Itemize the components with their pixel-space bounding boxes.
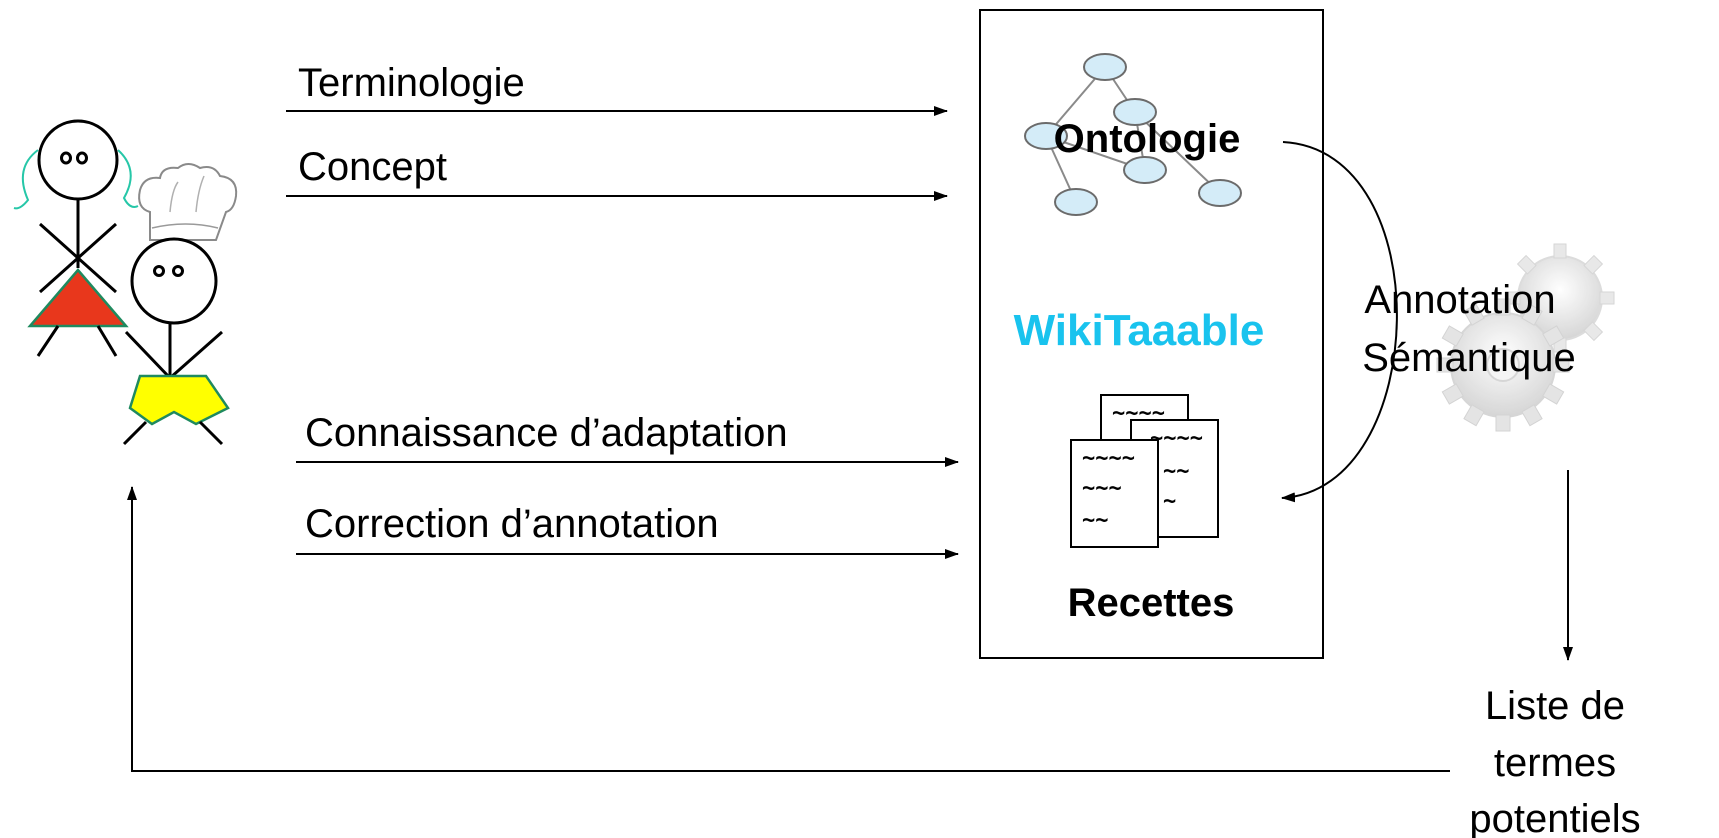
label-concept: Concept bbox=[298, 145, 447, 189]
recipes-label: Recettes bbox=[1068, 581, 1235, 625]
arrow-connaissance-adaptation: Connaissance d’adaptation bbox=[296, 411, 959, 467]
term-list-line3: potentiels bbox=[1469, 797, 1640, 838]
term-list-line2: termes bbox=[1494, 741, 1616, 785]
woman-stick-figure-icon bbox=[13, 119, 139, 357]
feedback-arrow bbox=[127, 486, 1450, 772]
chef-stick-figure-icon bbox=[122, 237, 230, 446]
doc-line: ~~~~ bbox=[1150, 426, 1203, 451]
annotation-curve-arrow bbox=[1281, 141, 1398, 503]
doc-line: ~ bbox=[1163, 489, 1176, 514]
doc-line: ~~~~ bbox=[1082, 446, 1135, 471]
arrow-correction-annotation: Correction d’annotation bbox=[296, 502, 959, 559]
doc-line: ~~~~ bbox=[1112, 401, 1165, 426]
doc-line: ~~ bbox=[1163, 459, 1190, 484]
annotation-label-line1: Annotation bbox=[1364, 278, 1555, 322]
ontology-graph-icon bbox=[1024, 53, 1242, 216]
term-list-line1: Liste de bbox=[1485, 684, 1625, 728]
label-connaissance-adaptation: Connaissance d’adaptation bbox=[305, 411, 788, 455]
gears-icon bbox=[1436, 243, 1615, 432]
ontology-label: Ontologie bbox=[1054, 117, 1241, 161]
label-correction-annotation: Correction d’annotation bbox=[305, 502, 719, 546]
label-terminologie: Terminologie bbox=[298, 61, 525, 105]
doc-line: ~~ bbox=[1082, 508, 1109, 533]
arrow-concept: Concept bbox=[286, 145, 948, 201]
annotation-label-line2: Sémantique bbox=[1362, 336, 1575, 380]
documents-icon: ~~~~ ~~~~ ~~~~ ~~~ ~~ ~~ ~ bbox=[1070, 394, 1219, 548]
doc-line: ~~~ bbox=[1082, 476, 1122, 501]
wikitaaable-title: WikiTaaable bbox=[1014, 306, 1265, 355]
arrow-terminologie: Terminologie bbox=[286, 61, 948, 116]
chef-hat-icon bbox=[138, 163, 238, 241]
